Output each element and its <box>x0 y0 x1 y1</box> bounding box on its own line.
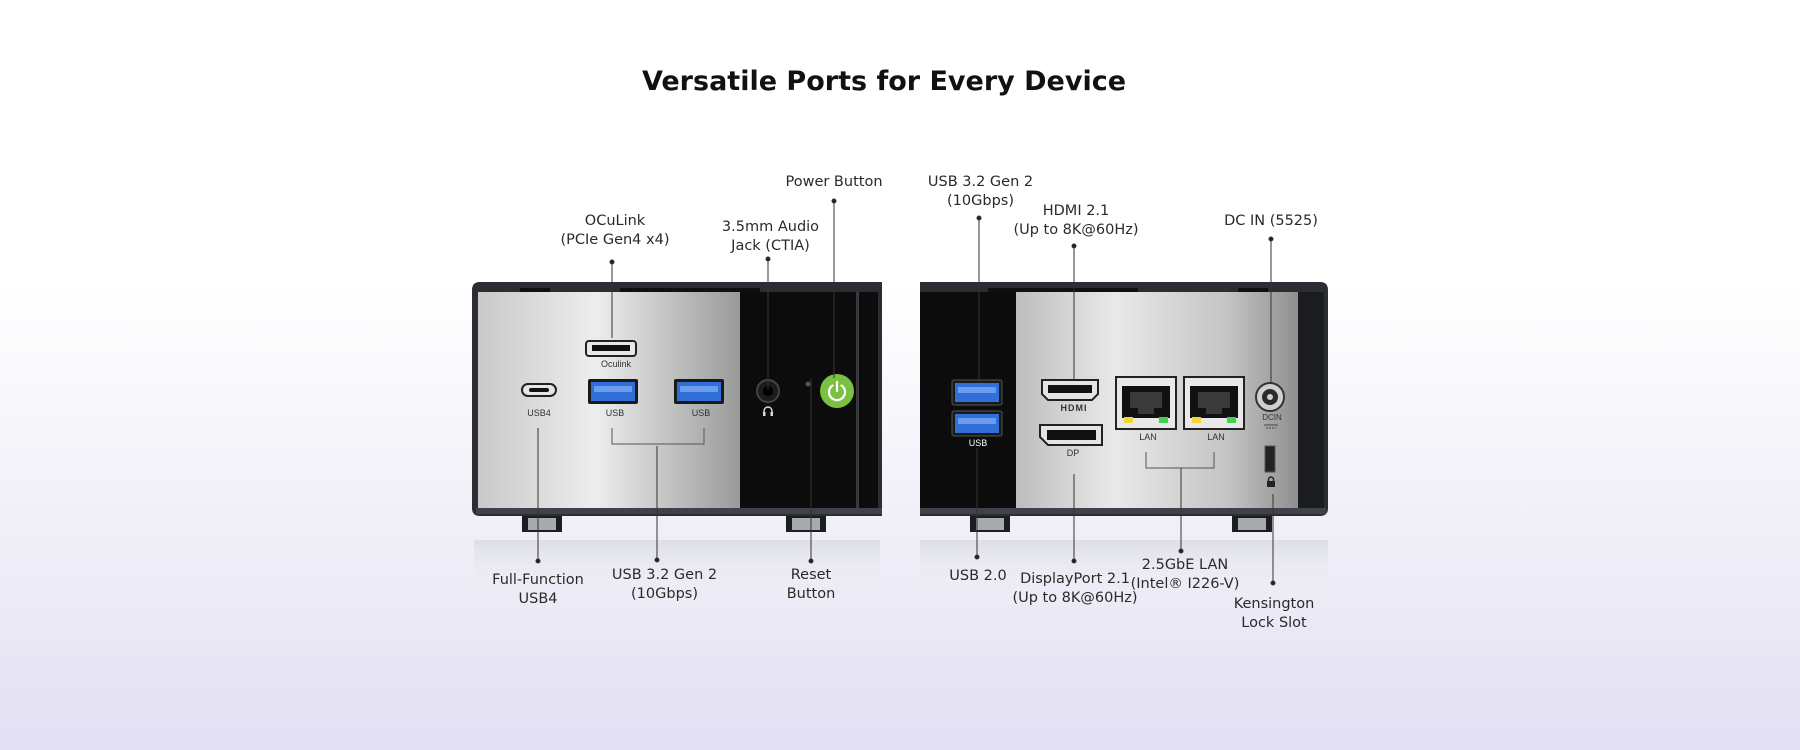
usb-port-print-2: USB <box>691 408 711 418</box>
label-oculink: OCuLink(PCIe Gen4 x4) <box>560 213 670 248</box>
dp-port-print: DP <box>1066 448 1080 458</box>
label-dc-in: DC IN (5525) <box>1224 213 1318 229</box>
hdmi-port-print: HDMI <box>1060 403 1088 413</box>
usb-port-print-1: USB <box>605 408 625 418</box>
headphone-icon <box>763 406 773 416</box>
ground-icon <box>1264 424 1278 429</box>
lan-port-print-1: LAN <box>1139 432 1157 442</box>
label-power-button: Power Button <box>785 174 883 190</box>
lan-port-print-2: LAN <box>1207 432 1225 442</box>
oculink-port-print: Oculink <box>600 359 631 369</box>
label-hdmi: HDMI 2.1(Up to 8K@60Hz) <box>1013 203 1139 238</box>
rear-usb-port-print: USB <box>968 438 988 448</box>
label-lan: 2.5GbE LAN(Intel® I226-V) <box>1130 557 1240 592</box>
rear-panel-device <box>920 282 1328 606</box>
usb4-port-print: USB4 <box>527 408 551 418</box>
power-icon[interactable] <box>825 379 849 403</box>
lock-icon <box>1267 476 1275 487</box>
label-front-usb32: USB 3.2 Gen 2(10Gbps) <box>611 567 718 602</box>
label-displayport: DisplayPort 2.1(Up to 8K@60Hz) <box>1012 571 1138 606</box>
page-title: Versatile Ports for Every Device <box>641 66 1127 97</box>
front-panel-device <box>472 282 882 606</box>
label-rear-usb32: USB 3.2 Gen 2(10Gbps) <box>927 174 1034 209</box>
label-usb20: USB 2.0 <box>949 568 1007 584</box>
dcin-port-print: DCIN <box>1262 413 1282 422</box>
